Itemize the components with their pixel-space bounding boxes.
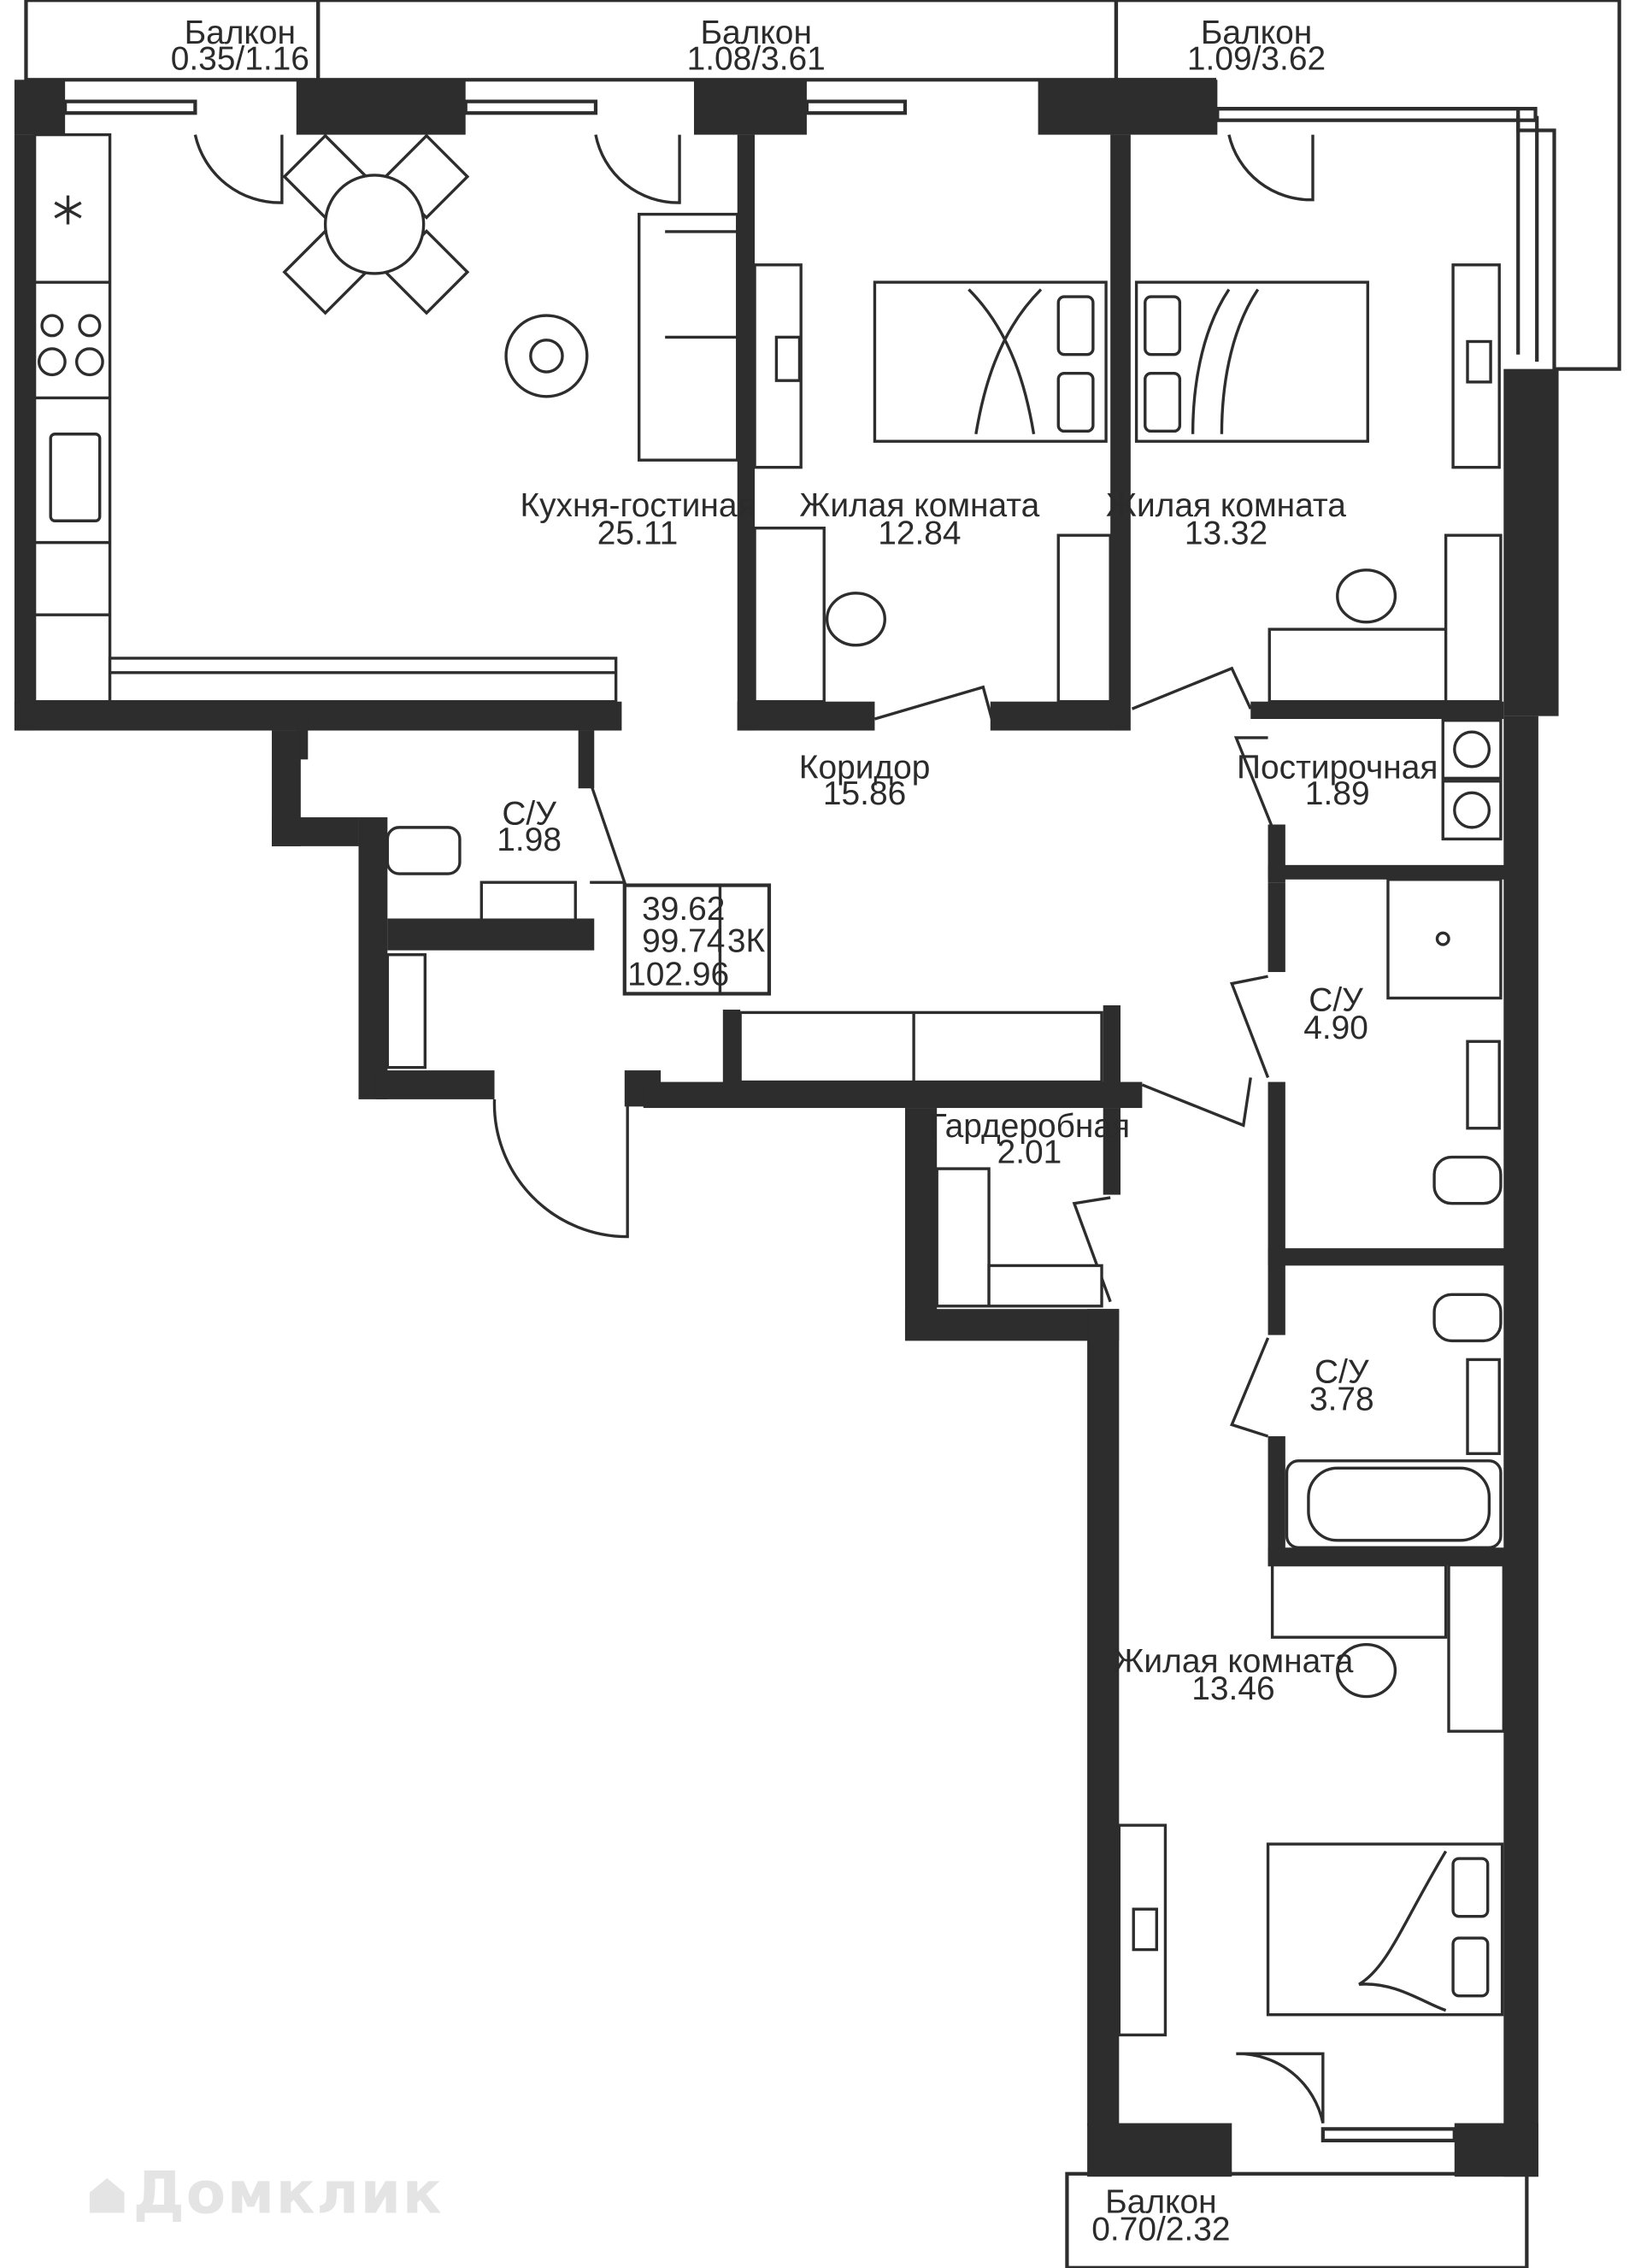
- balcony-2-name: Балкон: [701, 15, 812, 51]
- laundry-name: Постирочная: [1237, 749, 1438, 786]
- bedroom-1-name: Жилая комната: [799, 487, 1039, 524]
- bathroom-1-area: 1.98: [497, 822, 562, 858]
- bedroom-3-area: 13.46: [1191, 1670, 1274, 1707]
- balcony-3-name: Балкон: [1201, 15, 1312, 51]
- bathroom-fixtures: [385, 826, 1503, 1549]
- bedroom1-furniture: [753, 263, 1112, 704]
- room-labels: Балкон 0.35/1.16 Балкон 1.08/3.61 Балкон…: [171, 15, 1438, 2248]
- living-area-value: 39.62: [642, 891, 725, 928]
- watermark-text: Домклик: [133, 2159, 444, 2226]
- bedroom-3-name: Жилая комната: [1114, 1643, 1354, 1680]
- balcony-2-area: 1.08/3.61: [687, 40, 826, 77]
- wardrobe-name: Гардеробная: [929, 1108, 1130, 1145]
- bedroom3-furniture: [1117, 1563, 1505, 2037]
- doors: [193, 134, 1325, 2124]
- dining-table: [282, 133, 470, 315]
- walls: [14, 80, 1559, 2177]
- bathroom-2-name: С/У: [1309, 982, 1363, 1019]
- balcony-1-area: 0.35/1.16: [171, 40, 309, 77]
- bedroom2-furniture: [1134, 263, 1503, 704]
- rooms-code: 3К: [727, 922, 766, 959]
- total-area-value: 99.74: [642, 922, 725, 959]
- watermark: Домклик: [89, 2159, 444, 2226]
- bathroom-3-name: С/У: [1315, 1353, 1369, 1390]
- bathroom-1-name: С/У: [502, 795, 556, 832]
- balcony-1-name: Балкон: [185, 15, 296, 51]
- kitchen-living-name: Кухня-гостиная: [520, 487, 755, 524]
- balcony-4-name: Балкон: [1105, 2183, 1216, 2220]
- bedroom-1-area: 12.84: [878, 515, 961, 551]
- laundry-appliances: [1441, 719, 1503, 841]
- wardrobe-shelves: [738, 1010, 1103, 1308]
- wardrobe-area: 2.01: [997, 1134, 1062, 1170]
- bathroom-3-area: 3.78: [1309, 1381, 1374, 1418]
- kitchen-counter: [32, 133, 618, 704]
- balcony-3-area: 1.09/3.62: [1187, 40, 1326, 77]
- corridor-name: Коридор: [799, 749, 931, 786]
- balcony-4-area: 0.70/2.32: [1091, 2212, 1230, 2248]
- bedroom-2-name: Жилая комната: [1106, 487, 1346, 524]
- bedroom-2-area: 13.32: [1185, 515, 1268, 551]
- corridor-area: 15.86: [823, 775, 906, 812]
- bathroom-2-area: 4.90: [1303, 1010, 1368, 1046]
- laundry-area: 1.89: [1305, 775, 1370, 812]
- sofa-and-table: [504, 212, 739, 462]
- kitchen-living-area: 25.11: [597, 515, 678, 551]
- total-with-balconies-value: 102.96: [627, 956, 729, 993]
- area-summary-box: 39.62 99.74 102.96 3К: [622, 883, 772, 996]
